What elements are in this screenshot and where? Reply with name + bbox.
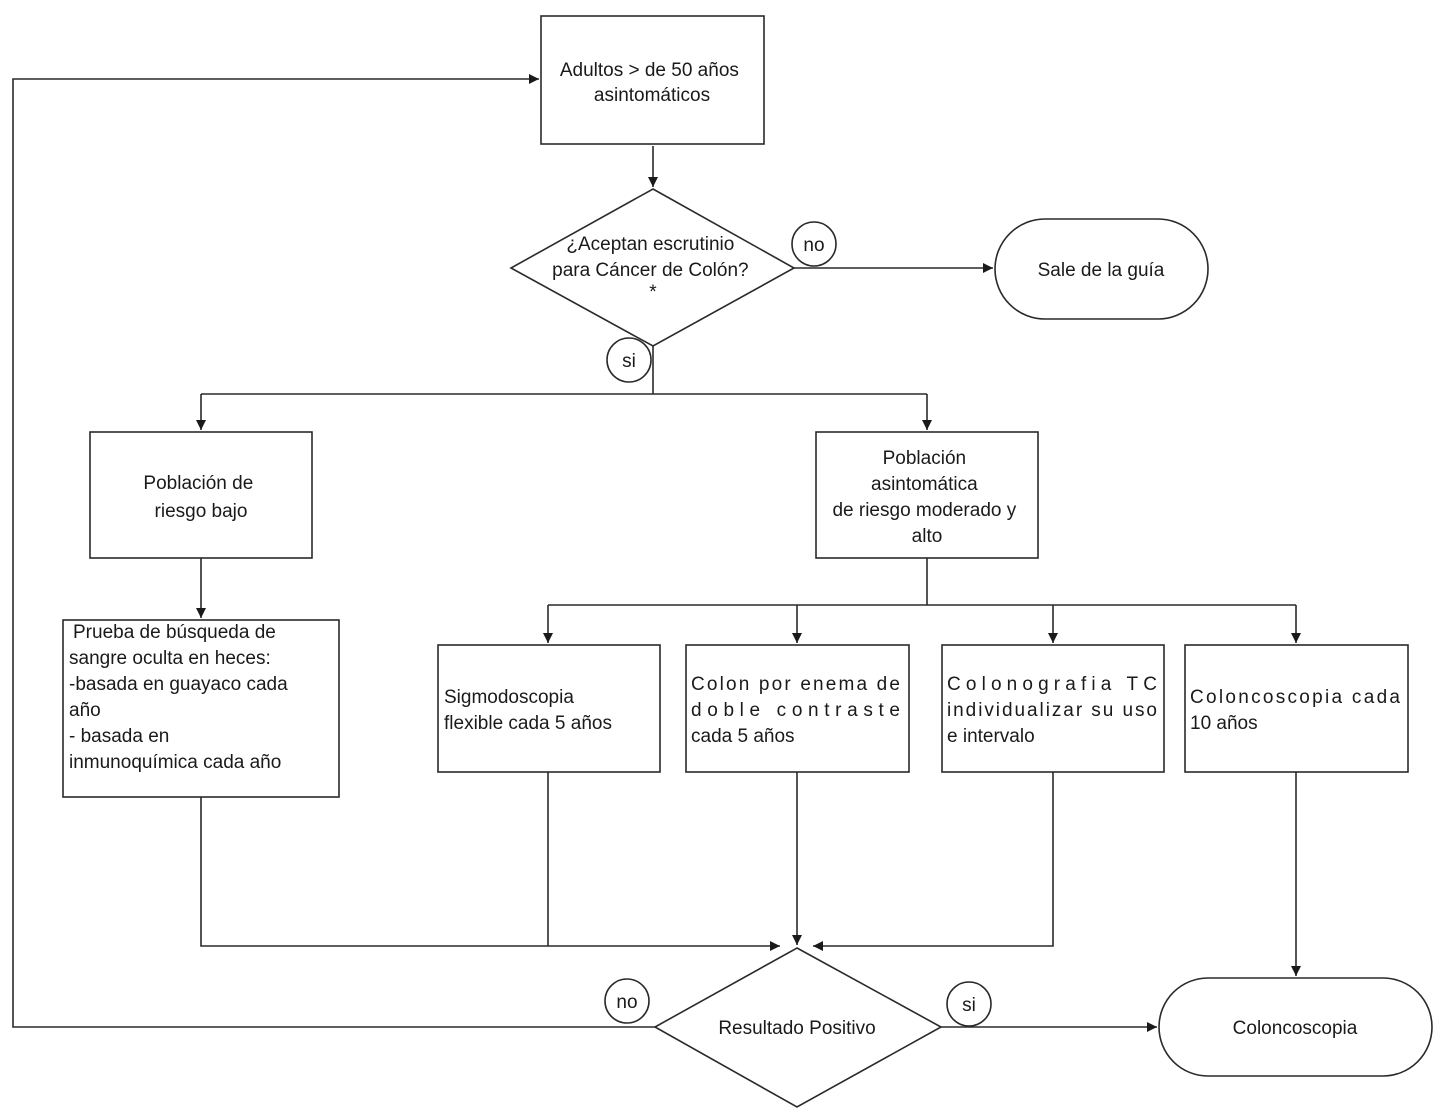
svg-text:Prueba de búsqueda de sa: Prueba de búsqueda de sangre oculta en h… bbox=[69, 622, 293, 773]
start-box: Adultos > de 50 años asintomáticos bbox=[540, 15, 765, 145]
svg-text:Coloncoscopia cada 10 añ: Coloncoscopia cada 10 años bbox=[1190, 687, 1408, 734]
colonoscopy-10y-box: Coloncoscopia cada 10 años bbox=[1184, 644, 1409, 773]
moderate-high-line-2: asintomática bbox=[871, 474, 978, 495]
barium-enema-box: Colon por enema de doble contraste cada … bbox=[685, 644, 911, 773]
ct-colonography-box: Colonografia TC individualizar su uso e … bbox=[941, 644, 1165, 773]
ct-colonography-line-3: e intervalo bbox=[947, 726, 1035, 747]
sigmoidoscopy-box: Sigmodoscopia flexible cada 5 años bbox=[437, 644, 661, 773]
fecal-test-line-3: -basada en guayaco cada bbox=[69, 674, 288, 695]
connector-fecal-to-result bbox=[200, 797, 780, 951]
sigmoidoscopy-line-2: flexible cada 5 años bbox=[444, 713, 612, 734]
screening-yes-text: si bbox=[622, 351, 636, 372]
exit-terminal-text: Sale de la guía bbox=[1038, 260, 1165, 281]
screening-decision-footnote: * bbox=[649, 282, 657, 303]
low-risk-line-2: riesgo bajo bbox=[155, 501, 248, 522]
fecal-test-line-4: año bbox=[69, 700, 101, 721]
moderate-high-line-3: de riesgo moderado y bbox=[832, 500, 1016, 521]
result-yes-text: si bbox=[962, 995, 976, 1016]
moderate-high-risk-box: Población asintomática de riesgo moderad… bbox=[815, 431, 1039, 559]
result-decision-text: Resultado Positivo bbox=[718, 1018, 875, 1039]
svg-text:Sigmodoscopia flexible c: Sigmodoscopia flexible cada 5 años bbox=[444, 687, 612, 734]
moderate-high-line-4: alto bbox=[912, 526, 943, 547]
colonoscopy-10y-line-1: Coloncoscopia cada bbox=[1190, 687, 1400, 708]
result-no-text: no bbox=[616, 992, 637, 1013]
svg-text:Población asintomática: Población asintomática de riesgo moderad… bbox=[832, 448, 1021, 547]
svg-text:Población de riesgo bajo: Población de riesgo bajo bbox=[143, 473, 258, 522]
result-yes-label: si bbox=[946, 981, 992, 1027]
result-decision: Resultado Positivo bbox=[653, 947, 943, 1108]
fecal-test-line-2: sangre oculta en heces: bbox=[69, 648, 271, 669]
connectors bbox=[12, 74, 1301, 1032]
screening-no-label: no bbox=[791, 221, 837, 267]
fecal-test-line-6: inmunoquímica cada año bbox=[69, 752, 281, 773]
start-box-line-2: asintomáticos bbox=[594, 85, 710, 106]
sigmoidoscopy-line-1: Sigmodoscopia bbox=[444, 687, 574, 708]
fecal-test-line-5: - basada en bbox=[69, 726, 169, 747]
screening-yes-label: si bbox=[606, 337, 652, 383]
colonoscopy-terminal-text: Coloncoscopia bbox=[1233, 1018, 1358, 1039]
connector-ct-colonography-to-result bbox=[813, 772, 1054, 951]
start-box-line-1: Adultos > de 50 años bbox=[560, 60, 739, 81]
low-risk-box: Población de riesgo bajo bbox=[89, 431, 313, 559]
barium-enema-line-2: doble contraste bbox=[691, 700, 900, 721]
colonoscopy-10y-line-2: 10 años bbox=[1190, 713, 1258, 734]
result-no-label: no bbox=[604, 978, 650, 1024]
low-risk-line-1: Población de bbox=[143, 473, 253, 494]
fecal-test-line-1: Prueba de búsqueda de bbox=[73, 622, 276, 643]
connector-result-no-loop bbox=[12, 74, 655, 1028]
svg-text:Adultos > de 50 años asi: Adultos > de 50 años asintomáticos bbox=[560, 60, 744, 106]
fecal-test-box: Prueba de búsqueda de sangre oculta en h… bbox=[62, 619, 340, 798]
screening-decision-line-1: ¿Aceptan escrutinio bbox=[566, 234, 734, 255]
svg-text:¿Aceptan escrutinio para: ¿Aceptan escrutinio para Cáncer de Colón… bbox=[552, 234, 754, 303]
barium-enema-line-1: Colon por enema de bbox=[691, 674, 900, 695]
screening-decision: ¿Aceptan escrutinio para Cáncer de Colón… bbox=[509, 188, 796, 347]
colonoscopy-terminal: Coloncoscopia bbox=[1158, 977, 1433, 1077]
screening-no-text: no bbox=[803, 235, 824, 256]
ct-colonography-line-2: individualizar su uso bbox=[947, 700, 1157, 721]
exit-terminal: Sale de la guía bbox=[994, 218, 1209, 320]
svg-text:Colon por enema de doble: Colon por enema de doble contraste cada … bbox=[691, 674, 911, 747]
moderate-high-line-1: Población bbox=[883, 448, 966, 469]
barium-enema-line-3: cada 5 años bbox=[691, 726, 795, 747]
screening-decision-line-2: para Cáncer de Colón? bbox=[552, 260, 748, 281]
